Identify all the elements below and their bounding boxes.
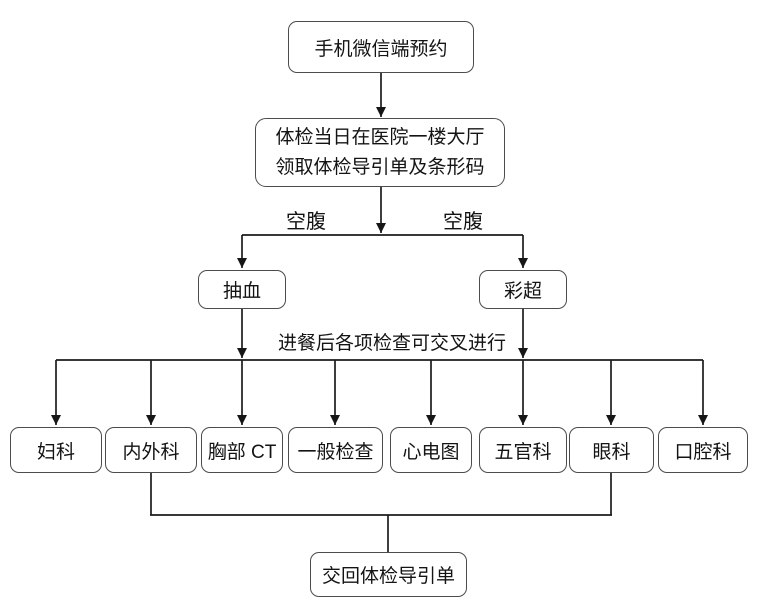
label-fasting-left: 空腹 — [286, 211, 326, 233]
node-checkin-hall: 体检当日在医院一楼大厅 领取体检导引单及条形码 — [255, 118, 505, 187]
node-dept-ophthalmology: 眼科 — [569, 427, 654, 473]
node-dept-ecg: 心电图 — [390, 427, 472, 473]
node-dept-chest-ct: 胸部 CT — [201, 427, 283, 473]
node-return-guide-sheet: 交回体检导引单 — [310, 552, 467, 597]
node-checkin-hall-line1: 体检当日在医院一楼大厅 — [275, 126, 485, 148]
label-fasting-right: 空腹 — [443, 211, 483, 233]
node-ultrasound: 彩超 — [479, 270, 567, 309]
node-dept-internal-external: 内外科 — [105, 427, 197, 473]
node-checkin-hall-line2: 领取体检导引单及条形码 — [275, 156, 485, 178]
node-dept-ent: 五官科 — [479, 427, 567, 473]
node-dept-general-exam: 一般检查 — [288, 427, 383, 473]
node-wechat-appointment: 手机微信端预约 — [288, 21, 474, 73]
node-dept-dental: 口腔科 — [658, 427, 748, 473]
label-after-meal-note: 进餐后各项检查可交叉进行 — [278, 333, 507, 354]
node-dept-gynecology: 妇科 — [10, 427, 102, 473]
node-blood-draw: 抽血 — [198, 270, 286, 309]
